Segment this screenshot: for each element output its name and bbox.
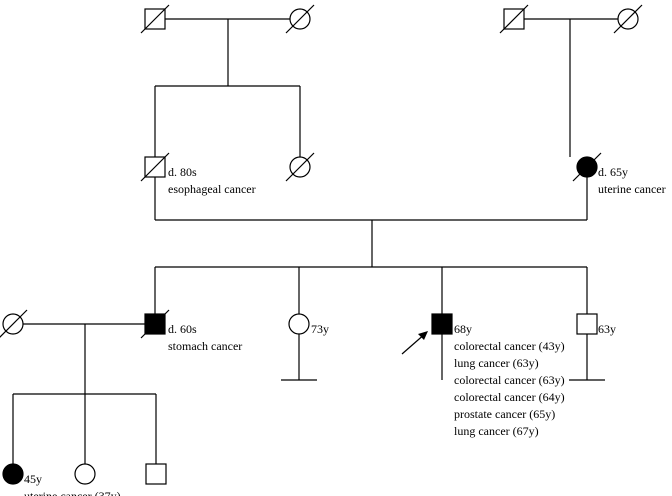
gp-paternal-grandfather-deceased-slash [140, 4, 170, 34]
sister-circle-icon [288, 313, 310, 335]
aunt-paternal-deceased-slash [285, 152, 315, 182]
brother-spouse-deceased-slash [0, 309, 28, 338]
father-deceased-slash [140, 152, 170, 182]
proband-label: colorectal cancer (64y) [454, 390, 565, 404]
arrow-head [418, 331, 428, 340]
proband-label: lung cancer (67y) [454, 424, 539, 438]
niece-affected-label: 45y [24, 472, 42, 486]
younger-brother-label: 63y [598, 322, 616, 336]
gp-paternal-grandmother-deceased-slash [285, 4, 315, 34]
mother-label: uterine cancer [598, 182, 666, 196]
niece-affected-circle-icon [2, 463, 24, 485]
proband-label: 68y [454, 322, 472, 336]
mother-deceased-slash [572, 152, 602, 182]
brother-label: d. 60s [168, 322, 197, 336]
father-label: d. 80s [168, 165, 197, 179]
younger-brother-square-icon [576, 313, 598, 335]
gp-maternal-grandmother-deceased-slash [613, 4, 643, 34]
mother-label: d. 65y [598, 165, 628, 179]
father-label: esophageal cancer [168, 182, 256, 196]
proband-label: colorectal cancer (63y) [454, 373, 565, 387]
niece-affected-label: uterine cancer (37y) [24, 489, 121, 496]
sister-label: 73y [311, 322, 329, 336]
gp-maternal-grandfather-deceased-slash [499, 4, 529, 34]
brother-label: stomach cancer [168, 339, 242, 353]
proband-square-icon [431, 313, 453, 335]
proband-label: lung cancer (63y) [454, 356, 539, 370]
brother-deceased-slash [140, 309, 170, 339]
proband-label: colorectal cancer (43y) [454, 339, 565, 353]
proband-label: prostate cancer (65y) [454, 407, 555, 421]
niece-circle-icon [74, 463, 96, 485]
nephew-square-icon [145, 463, 167, 485]
